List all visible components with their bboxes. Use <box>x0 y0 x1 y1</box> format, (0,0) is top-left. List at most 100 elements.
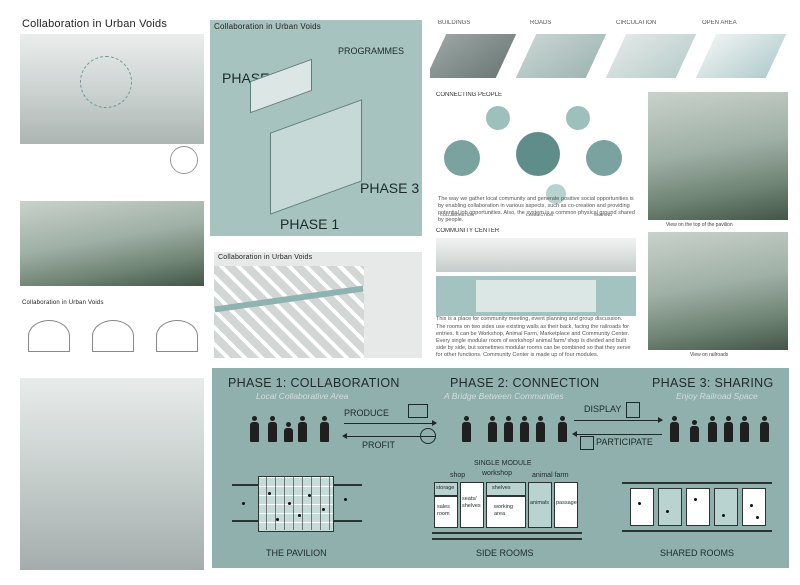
pavilion-diagram <box>232 472 362 534</box>
animals-label: animals <box>530 500 549 506</box>
layer-buildings: BUILDINGS <box>438 20 471 26</box>
person-icon <box>690 420 699 442</box>
sales-room-label: sales room <box>437 504 450 517</box>
person-icon <box>740 416 749 442</box>
shared-room-2 <box>658 488 682 526</box>
shared-dot <box>722 514 725 517</box>
phase-2-title: PHASE 2: CONNECTION <box>450 376 600 390</box>
label-collaboration: COLLABORATION <box>440 212 474 217</box>
shared-dot <box>666 510 669 513</box>
panel-phases: PHASE 1: COLLABORATION Local Collaborati… <box>212 368 789 568</box>
profit-label: PROFIT <box>362 440 395 450</box>
person-icon <box>520 416 529 442</box>
programmes-heading: PROGRAMMES <box>338 46 405 56</box>
person-icon <box>724 416 733 442</box>
produce-arrow <box>344 423 436 424</box>
panel-b-title: Collaboration in Urban Voids <box>214 22 321 31</box>
person-icon <box>298 416 307 442</box>
panel-connecting-people: CONNECTING PEOPLE COLLABORATION CONNECTI… <box>436 92 636 224</box>
sales-room-cell <box>434 496 458 528</box>
shared-rooms-label: SHARED ROOMS <box>660 548 735 558</box>
person-icon <box>284 422 293 442</box>
phase-1-title: PHASE 1: COLLABORATION <box>228 376 400 390</box>
side-rooms-label: SIDE ROOMS <box>476 548 534 558</box>
phase-1-label: PHASE 1 <box>280 216 340 232</box>
shared-room-5 <box>742 488 766 526</box>
person-icon <box>488 416 497 442</box>
layer-open-area: OPEN AREA <box>702 20 737 26</box>
shop-label: shop <box>450 472 466 479</box>
animals-cell <box>528 482 552 528</box>
single-module-label: SINGLE MODULE <box>474 460 532 467</box>
panel-community-center: COMMUNITY CENTER This is a place for com… <box>436 228 636 358</box>
phase-3-label: PHASE 3 <box>360 180 420 196</box>
section-dome-3 <box>156 320 198 352</box>
person-icon <box>536 416 545 442</box>
display-icon <box>626 402 640 418</box>
site-plan-map <box>214 266 364 358</box>
connecting-text: The way we gather local community and ge… <box>438 196 635 223</box>
shared-dot <box>756 516 759 519</box>
panel-layers: BUILDINGS ROADS CIRCULATION OPEN AREA <box>430 20 790 90</box>
profit-arrow-head <box>342 433 347 439</box>
participate-label: PARTICIPATE <box>596 437 653 447</box>
phase-3-subtitle: Enjoy Railroad Space <box>676 391 758 401</box>
people-phase-2 <box>462 412 582 442</box>
working-area-cell <box>486 496 526 528</box>
seats-cell <box>460 482 484 528</box>
circle-connection <box>516 132 560 176</box>
shared-dot <box>638 502 641 505</box>
working-area-label: working area <box>494 504 513 517</box>
display-label: DISPLAY <box>584 404 622 414</box>
panel-sections: Collaboration in Urban Voids <box>20 298 204 570</box>
side-rooms-rail-2 <box>432 538 582 540</box>
pavilion-dot <box>308 494 311 497</box>
profit-coin-icon <box>420 428 436 444</box>
display-arrow <box>574 420 662 421</box>
diagram-circle <box>170 146 198 174</box>
pavilion-grid-cols <box>258 476 332 530</box>
pavilion-render <box>20 201 204 286</box>
shared-dot <box>694 498 697 501</box>
person-icon <box>670 416 679 442</box>
participate-arrow <box>574 434 662 435</box>
people-phase-1 <box>250 412 340 442</box>
axonometric-diagram-2 <box>250 58 312 114</box>
community-plan-floor <box>476 280 596 312</box>
profit-arrow <box>344 436 436 437</box>
axonometric-diagram <box>270 99 362 215</box>
pavilion-dot <box>276 518 279 521</box>
seats-label: seats/ shelves <box>462 496 481 509</box>
storage-label: storage <box>436 485 455 491</box>
produce-arrow-head <box>432 420 437 426</box>
view-railroads-photo <box>648 232 788 350</box>
participate-icon <box>580 436 594 450</box>
section-dome-2 <box>92 320 134 352</box>
shelves-label: shelves <box>492 485 511 491</box>
community-title: COMMUNITY CENTER <box>436 228 500 234</box>
person-icon <box>504 416 513 442</box>
community-elevation <box>436 238 636 272</box>
section-dome-1 <box>28 320 70 352</box>
person-icon <box>558 416 567 442</box>
shared-dot <box>750 504 753 507</box>
shared-room-1 <box>630 488 654 526</box>
connecting-title: CONNECTING PEOPLE <box>436 92 503 98</box>
circle-small-1 <box>486 106 510 130</box>
pavilion-dot <box>268 492 271 495</box>
community-text-1: This is a place for community meeting, e… <box>436 316 623 322</box>
layer-circulation: CIRCULATION <box>616 20 657 26</box>
circle-small-2 <box>566 106 590 130</box>
passage-label: passage <box>556 500 577 506</box>
view-railroads-caption: View on railroads <box>690 352 729 358</box>
shared-rooms-diagram <box>622 478 772 538</box>
shared-room-4 <box>714 488 738 526</box>
pavilion-dot <box>288 502 291 505</box>
workshop-label: workshop <box>482 470 512 477</box>
people-phase-3 <box>670 412 780 442</box>
side-rooms-rail-1 <box>432 532 582 534</box>
community-text-2: The rooms on two sides use existing wall… <box>436 324 631 358</box>
layer-buildings-diagram <box>430 34 517 78</box>
panel-site-plan: Collaboration in Urban Voids <box>214 252 422 358</box>
view-pavilion-top-caption: View on the top of the pavilion <box>666 222 733 228</box>
